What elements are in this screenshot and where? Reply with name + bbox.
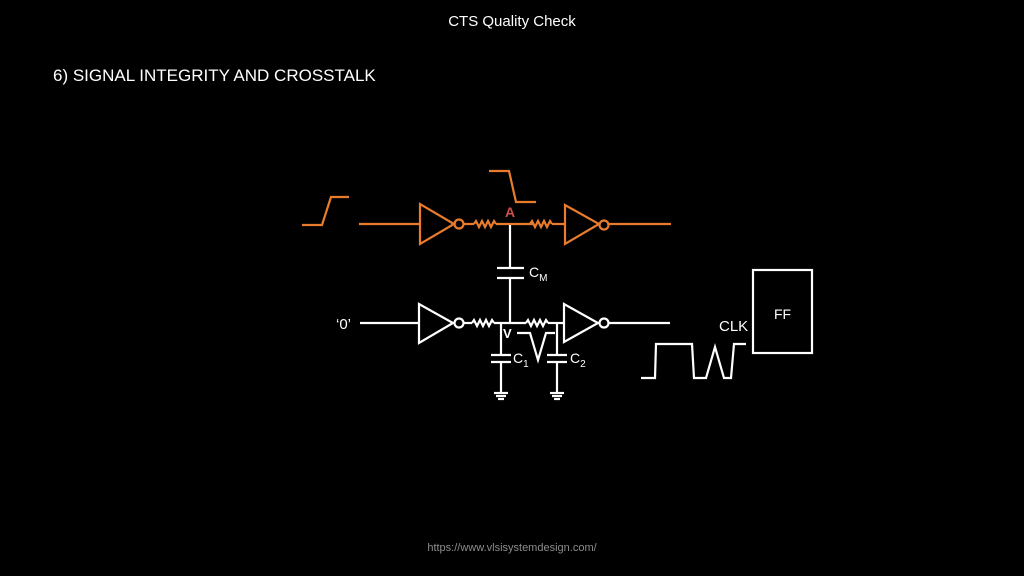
victim-resistor-2 [525, 317, 549, 329]
slide-title: CTS Quality Check [448, 13, 576, 30]
aggressor-resistor-2 [529, 218, 553, 230]
aggressor-input-rising-waveform [302, 195, 349, 227]
victim-receiver-bubble [598, 317, 610, 329]
flipflop-box [751, 268, 814, 355]
victim-glitch-waveform [517, 331, 555, 364]
victim-driver-bubble [453, 317, 465, 329]
victim-net [360, 302, 670, 401]
node-a-label: A [505, 204, 515, 220]
clock-glitch-waveform [641, 342, 746, 380]
footer-url: https://www.vlsisystemdesign.com/ [427, 542, 597, 554]
aggressor-resistor-1 [473, 218, 497, 230]
section-heading: 6) SIGNAL INTEGRITY AND CROSSTALK [53, 66, 376, 85]
victim-resistor-1 [471, 317, 495, 329]
aggressor-receiver-bubble [598, 219, 610, 231]
capacitor-c2 [547, 323, 567, 392]
coupling-cap-label: CM [529, 264, 547, 284]
ground-icon [550, 391, 564, 401]
victim-driver-inverter [417, 302, 456, 345]
flipflop-label: FF [774, 306, 791, 322]
aggressor-receiver-inverter [563, 203, 602, 246]
victim-receiver-inverter [562, 302, 601, 344]
victim-input-label: ‘0’ [336, 316, 351, 333]
clk-label: CLK [719, 318, 748, 335]
c2-label: C2 [570, 350, 586, 370]
aggressor-net [302, 169, 671, 246]
aggressor-driver-bubble [453, 218, 465, 230]
coupling-capacitor [497, 225, 524, 322]
aggressor-node-falling-waveform [489, 169, 536, 204]
ground-icon [494, 391, 508, 401]
aggressor-driver-inverter [418, 202, 457, 246]
victim-node-label: V [503, 326, 512, 341]
capacitor-c1 [491, 323, 511, 392]
c1-label: C1 [513, 350, 529, 370]
